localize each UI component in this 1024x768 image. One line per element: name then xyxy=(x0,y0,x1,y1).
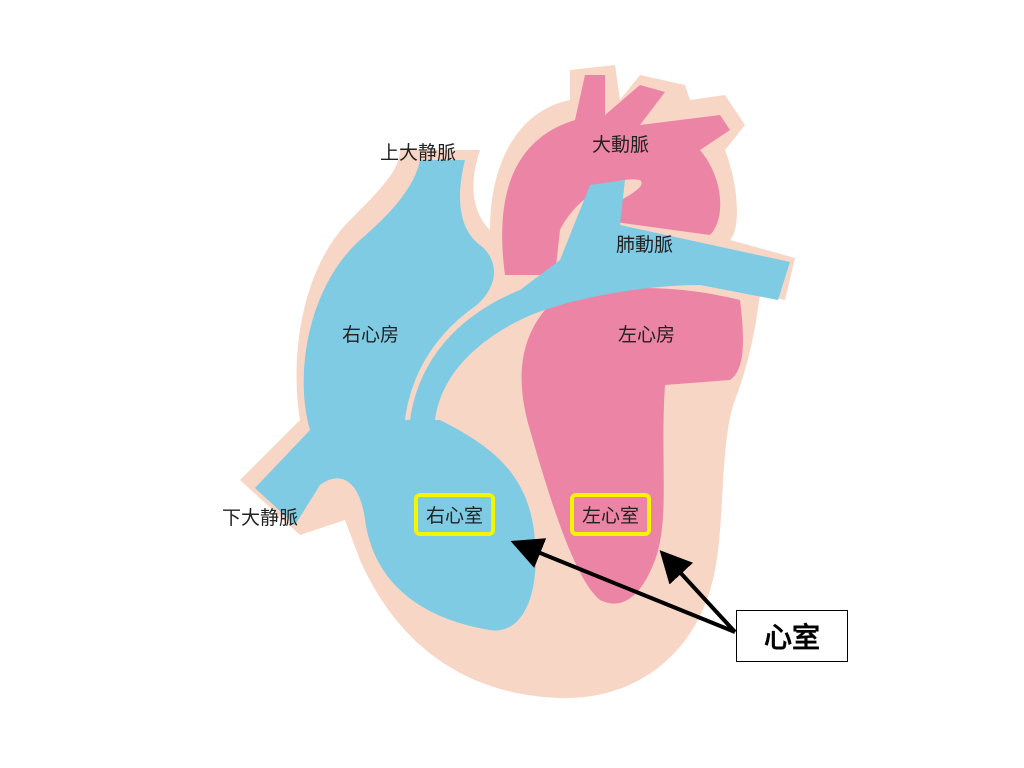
label-right-ventricle: 右心室 xyxy=(414,493,496,536)
label-superior-vena-cava: 上大静脈 xyxy=(380,142,457,164)
label-left-atrium: 左心房 xyxy=(618,324,676,346)
label-inferior-vena-cava: 下大静脈 xyxy=(222,507,299,529)
label-left-ventricle: 左心室 xyxy=(570,493,652,536)
right-heart-shape xyxy=(255,160,536,631)
pulmonary-artery-shape xyxy=(410,180,790,420)
label-aorta: 大動脈 xyxy=(592,134,650,156)
label-pulmonary-artery: 肺動脈 xyxy=(616,234,674,256)
aorta-shape xyxy=(502,75,730,275)
arrow-to-left-ventricle xyxy=(659,550,737,634)
left-heart-shape xyxy=(521,288,743,604)
arrow-to-right-ventricle xyxy=(510,538,736,634)
label-right-atrium: 右心房 xyxy=(342,324,400,346)
ventricle-callout-box: 心室 xyxy=(736,610,848,662)
